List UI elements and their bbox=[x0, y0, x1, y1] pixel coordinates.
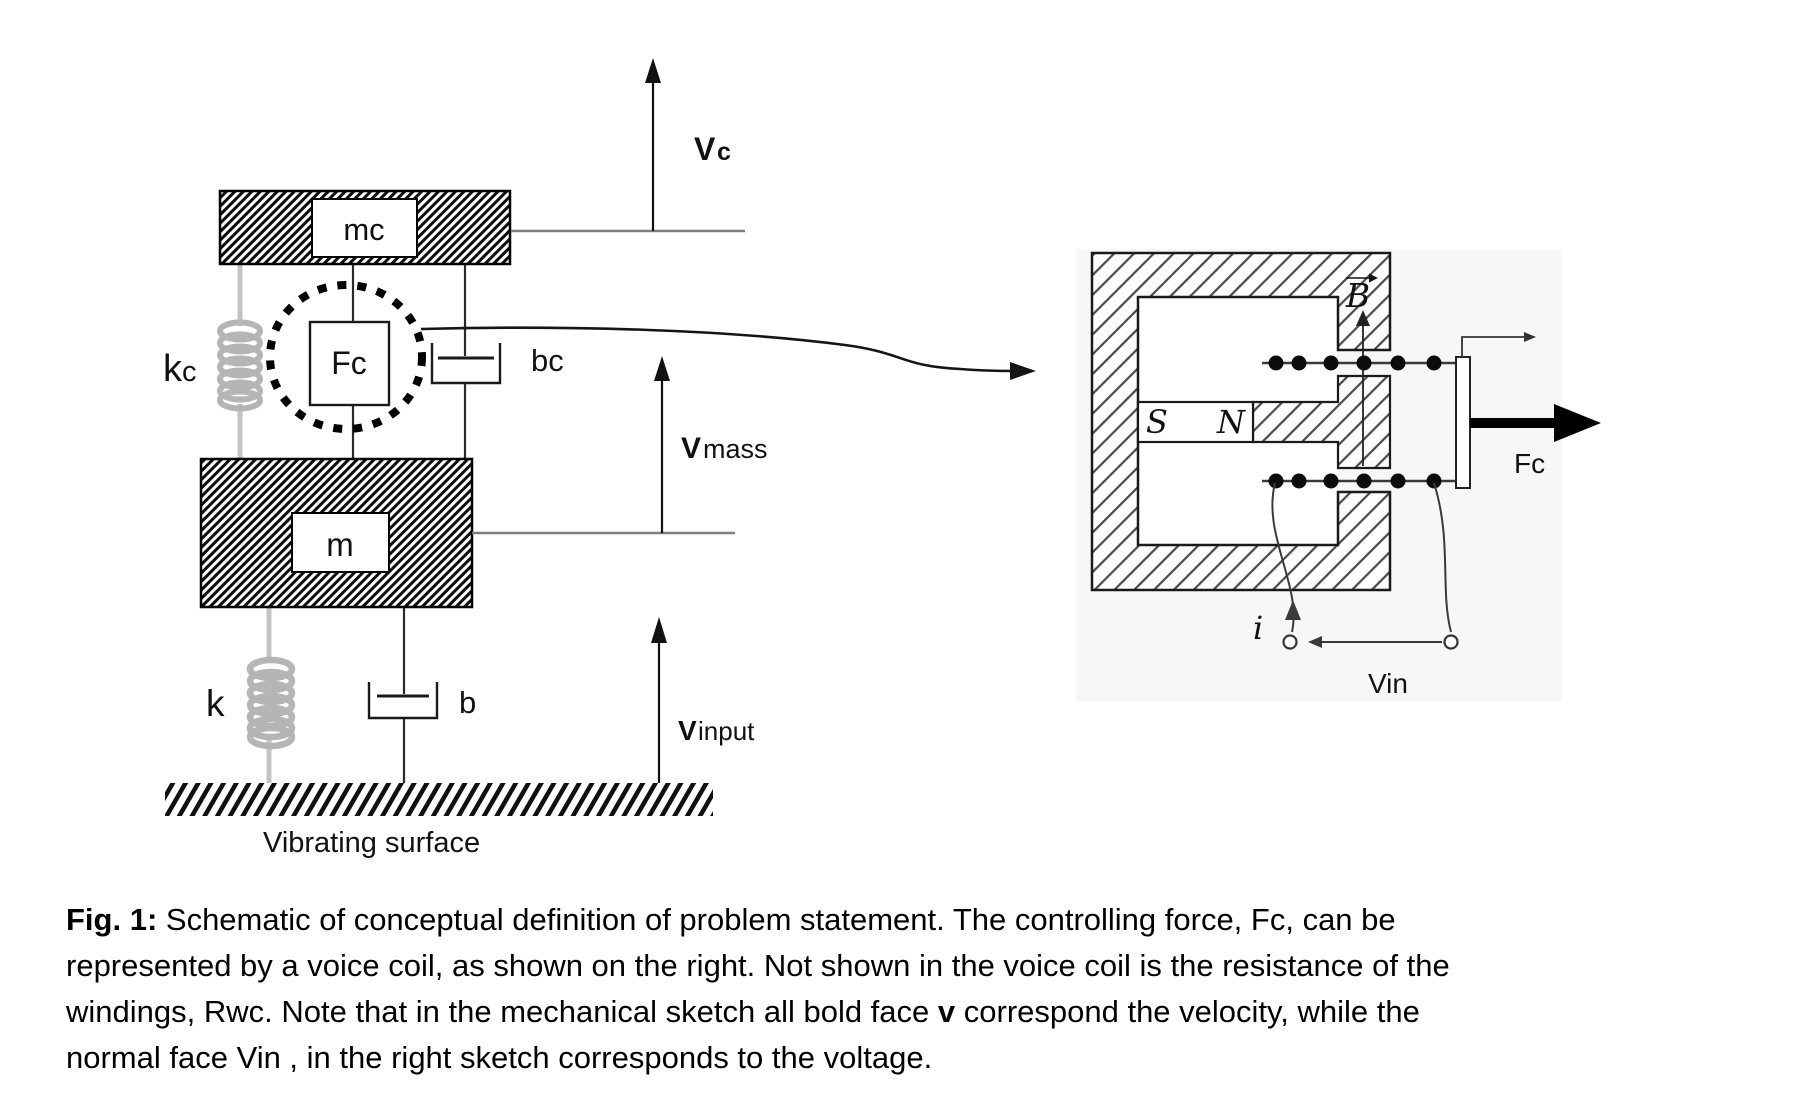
mass-block-m: m bbox=[199, 457, 474, 609]
vin-label: Vin bbox=[1368, 668, 1408, 699]
coil-cavity-bottom bbox=[1139, 441, 1337, 544]
damper-bc-label: bc bbox=[531, 343, 564, 378]
coil-windings bbox=[1262, 355, 1456, 489]
vinput-label-rest: input bbox=[698, 716, 755, 746]
pole-piece bbox=[1251, 374, 1392, 470]
magnet-n-label: N bbox=[1216, 403, 1246, 441]
b-field-letter: B bbox=[1345, 276, 1370, 315]
vmass-label-v: V bbox=[681, 432, 701, 465]
vinput-label-v: V bbox=[678, 715, 697, 746]
magnet-s-label: S bbox=[1146, 403, 1168, 441]
vmass-arrow bbox=[654, 356, 670, 533]
mass-m-label: m bbox=[326, 526, 354, 563]
vibrating-surface-hatch bbox=[165, 783, 713, 816]
spring-k-label: k bbox=[206, 683, 225, 724]
force-source-fc: Fc bbox=[308, 320, 391, 407]
spring-kc-label-sub: c bbox=[182, 356, 197, 388]
spring-k bbox=[246, 656, 296, 750]
spring-kc-label-main: k bbox=[163, 348, 183, 390]
connector-arrow bbox=[420, 326, 1036, 380]
vin-polarity-arrow bbox=[1308, 636, 1442, 648]
vc-label-sub: c bbox=[717, 138, 731, 166]
fc-force-label: Fc bbox=[1514, 448, 1545, 479]
spring-kc bbox=[217, 319, 263, 412]
b-field-arrow bbox=[1356, 310, 1370, 466]
b-field-label: B bbox=[1345, 273, 1378, 315]
vc-label-v: V bbox=[694, 131, 716, 167]
vc-arrow bbox=[645, 58, 661, 231]
link-lines bbox=[351, 264, 467, 784]
terminal-left bbox=[1282, 634, 1298, 650]
coil-cavity-top bbox=[1139, 298, 1337, 401]
bobbin-plate bbox=[1455, 356, 1471, 489]
vibrating-surface-label: Vibrating surface bbox=[263, 827, 480, 859]
vmass-label-rest: mass bbox=[703, 434, 768, 464]
wire-right bbox=[1433, 482, 1452, 633]
coil-dots-bottom bbox=[1268, 473, 1442, 489]
voice-coil-marker-circle bbox=[266, 281, 426, 433]
mass-block-mc: mc bbox=[218, 189, 512, 266]
damper-b bbox=[367, 682, 439, 720]
voice-coil-yoke bbox=[1090, 251, 1392, 592]
coil-dots-top bbox=[1268, 355, 1442, 371]
figure-canvas: mc m Fc Vibrating surface V c V mass V i… bbox=[163, 58, 1601, 859]
force-fc-label: Fc bbox=[331, 345, 367, 381]
figure-caption: Fig. 1: Schematic of conceptual definiti… bbox=[66, 902, 1450, 1075]
fc-force-arrow bbox=[1470, 404, 1601, 442]
current-label: i bbox=[1253, 609, 1263, 647]
damper-b-label: b bbox=[459, 685, 476, 720]
magnet-sn: S N bbox=[1136, 400, 1255, 444]
motion-arrow bbox=[1461, 332, 1536, 357]
terminal-right bbox=[1443, 634, 1459, 650]
vinput-arrow bbox=[651, 617, 667, 783]
damper-bc bbox=[430, 343, 502, 385]
mass-mc-label: mc bbox=[343, 212, 384, 247]
current-direction-arrowhead bbox=[1285, 600, 1301, 620]
